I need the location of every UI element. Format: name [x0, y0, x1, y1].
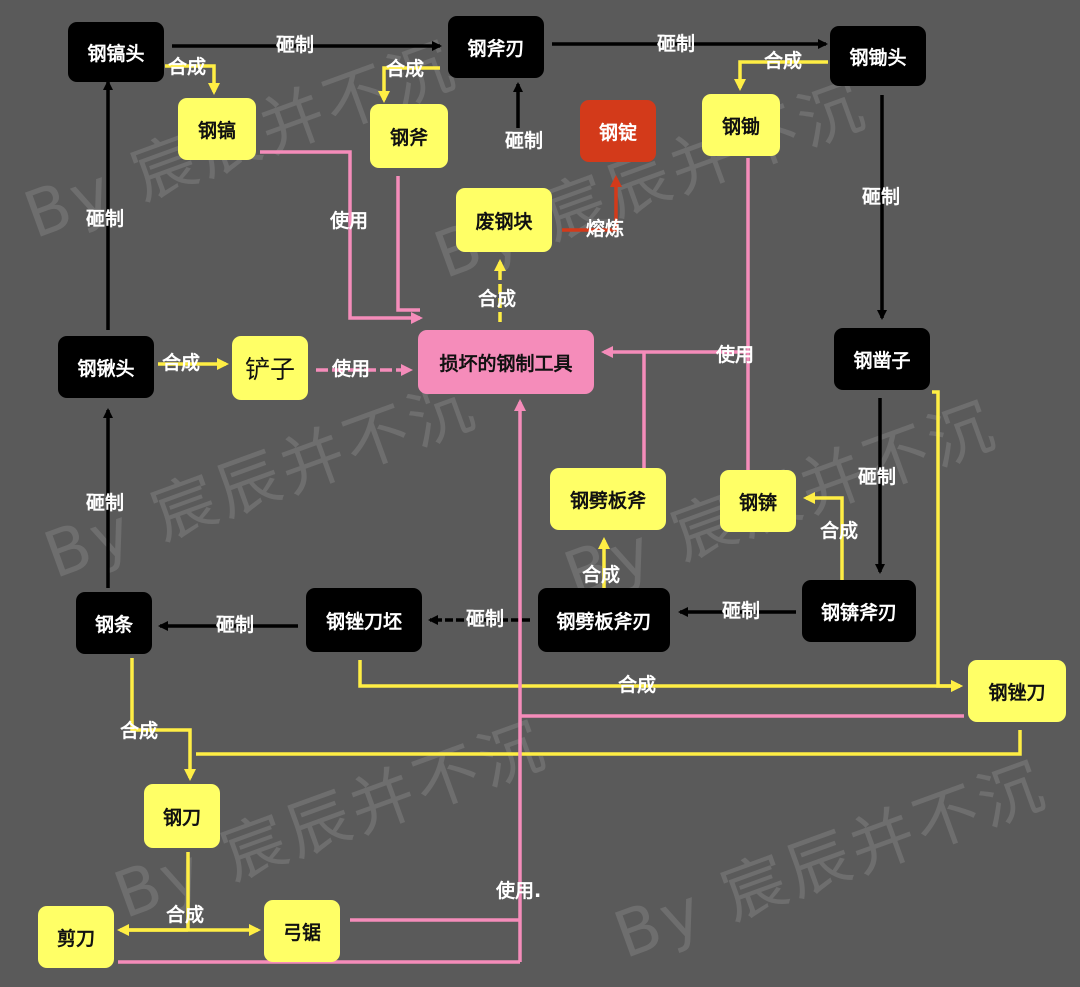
label-craft: 合成 [820, 520, 859, 542]
node-steel-file: 钢锉刀 [968, 660, 1066, 722]
label-craft: 合成 [166, 904, 205, 926]
node-shovel: 铲子 [232, 336, 308, 400]
node-steel-cleaver-blade: 钢劈板斧刃 [538, 588, 670, 652]
node-steel-knife: 钢刀 [144, 784, 220, 848]
label-craft: 合成 [478, 288, 517, 310]
node-steel-adze: 钢锛 [720, 470, 796, 532]
label-forge: 砸制 [862, 186, 901, 208]
node-steel-cleaver-axe: 钢劈板斧 [550, 468, 666, 530]
label-use: 使用. [496, 880, 542, 902]
label-use: 使用 [330, 210, 369, 232]
label-forge: 砸制 [216, 614, 255, 636]
node-steel-chisel: 钢凿子 [834, 328, 930, 390]
node-broken-tools: 损坏的钢制工具 [418, 330, 594, 394]
node-scissors: 剪刀 [38, 906, 114, 968]
label-craft: 合成 [582, 564, 621, 586]
label-forge: 砸制 [505, 130, 544, 152]
node-steel-hoe-head: 钢锄头 [830, 26, 926, 86]
node-steel-shovel-head: 钢锹头 [58, 336, 154, 398]
label-smelt: 熔炼 [586, 218, 625, 240]
label-forge: 砸制 [466, 608, 505, 630]
label-use: 使用 [332, 358, 371, 380]
node-steel-ingot: 钢锭 [580, 100, 656, 162]
node-steel-pickaxe: 钢镐 [178, 98, 256, 160]
node-steel-bar: 钢条 [76, 592, 152, 654]
label-forge: 砸制 [86, 492, 125, 514]
label-craft: 合成 [386, 58, 425, 80]
node-steel-pickaxe-head: 钢镐头 [68, 22, 164, 82]
label-forge: 砸制 [858, 466, 897, 488]
node-steel-adze-blade: 钢锛斧刃 [802, 580, 916, 642]
label-craft: 合成 [162, 352, 201, 374]
node-scrap-steel: 废钢块 [456, 188, 552, 252]
label-forge: 砸制 [86, 208, 125, 230]
label-craft: 合成 [120, 720, 159, 742]
label-craft: 合成 [618, 674, 657, 696]
label-forge: 砸制 [657, 33, 696, 55]
node-steel-hoe: 钢锄 [702, 94, 780, 156]
node-steel-axe-blade: 钢斧刃 [448, 16, 544, 78]
label-craft: 合成 [764, 50, 803, 72]
node-steel-file-blank: 钢锉刀坯 [306, 588, 422, 652]
label-use: 使用 [716, 344, 755, 366]
label-forge: 砸制 [276, 34, 315, 56]
node-steel-axe: 钢斧 [370, 104, 448, 168]
label-forge: 砸制 [722, 600, 761, 622]
label-craft: 合成 [168, 56, 207, 78]
node-bow-saw: 弓锯 [264, 900, 340, 962]
